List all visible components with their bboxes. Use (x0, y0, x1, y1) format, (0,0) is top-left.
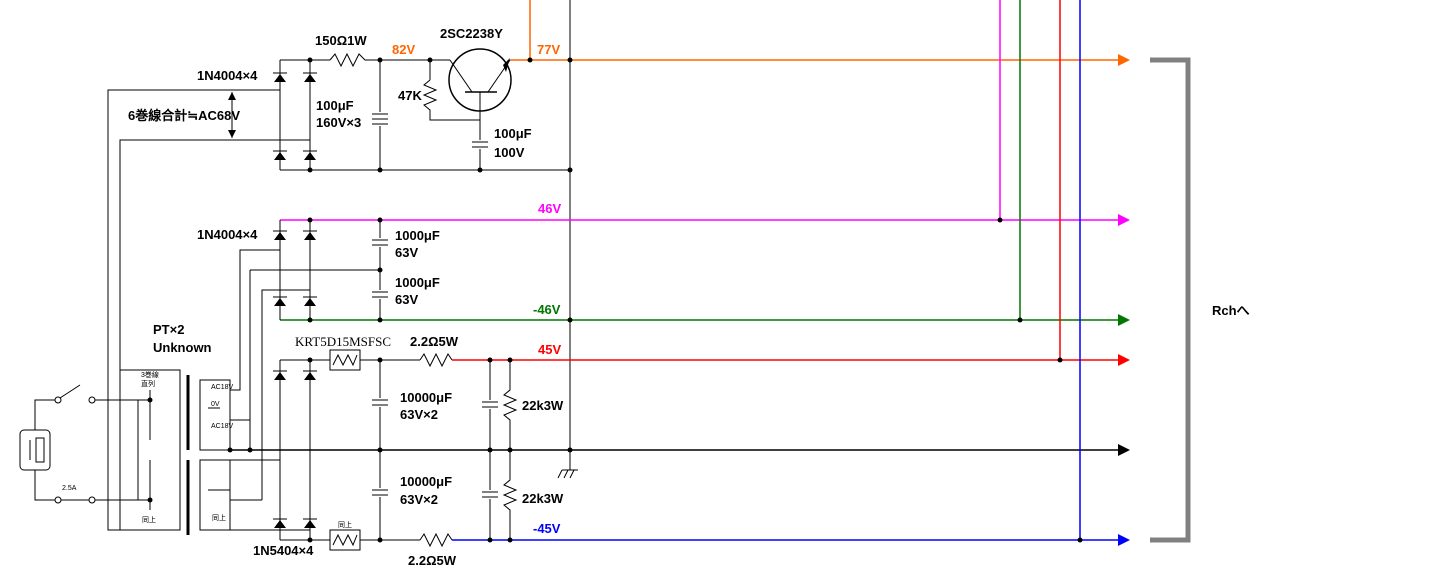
diodes-bot-label: 1N5404×4 (253, 543, 314, 558)
sec-0v: 0V (211, 401, 220, 408)
cap-10000a-l2: 63V×2 (400, 407, 438, 422)
diode-icon (303, 230, 317, 240)
v77-label: 77V (537, 42, 560, 57)
vneg46-label: -46V (533, 302, 561, 317)
transformer-section (95, 369, 310, 535)
res-22k-bot-label: 22k3W (522, 491, 564, 506)
mid-rail-section (230, 214, 1130, 500)
thermistor-label: KRT5D15MSFSC (295, 334, 391, 349)
cap-100b-l1: 100μF (494, 126, 532, 141)
same-thermistor-label: 同上 (338, 520, 352, 529)
switch-icon (54, 384, 96, 404)
top-rail-section (107, 0, 1130, 531)
res-150-label: 150Ω1W (315, 33, 367, 48)
output-taps (997, 0, 1191, 543)
cap-1000b-l2: 63V (395, 292, 418, 307)
cap-10000a-l1: 10000μF (400, 390, 452, 405)
diode-icon (273, 230, 287, 240)
same-right-label: 同上 (212, 513, 226, 522)
cap-100b-l2: 100V (494, 145, 525, 160)
diode-icon (303, 370, 317, 380)
cap-10000b-l1: 10000μF (400, 474, 452, 489)
diodes-top-label: 1N4004×4 (197, 68, 258, 83)
diodes-mid-label: 1N4004×4 (197, 227, 258, 242)
winding-note-label: 6巻線合計≒AC68V (128, 108, 240, 123)
diode-icon (303, 72, 317, 82)
ac-inlet-icon (19, 429, 51, 471)
rch-bracket (1150, 57, 1191, 543)
labels: 150Ω1W 2SC2238Y 82V 77V 1N4004×4 6巻線合計≒A… (62, 26, 1250, 568)
cap-100-l1: 100μF (316, 98, 354, 113)
transistor-label: 2SC2238Y (440, 26, 503, 41)
transistor-icon (448, 48, 512, 120)
diode-icon (273, 370, 287, 380)
v46-label: 46V (538, 201, 561, 216)
mains-input (19, 384, 96, 504)
bottom-rail-section (230, 349, 1130, 551)
v45-label: 45V (538, 342, 561, 357)
diode-icon (303, 518, 317, 528)
rch-label: Rchへ (1212, 303, 1250, 318)
fuse-icon (54, 496, 96, 504)
pt-l1: PT×2 (153, 322, 184, 337)
diode-icon (273, 72, 287, 82)
pt-l2: Unknown (153, 340, 212, 355)
cap-1000a-l2: 63V (395, 245, 418, 260)
cap-1000a-l1: 1000μF (395, 228, 440, 243)
fuse-label: 2.5A (62, 485, 77, 492)
res-22k-top-label: 22k3W (522, 398, 564, 413)
winding-series-l1: 3巻線 (141, 370, 159, 379)
cap-10000b-l2: 63V×2 (400, 492, 438, 507)
cap-1000b-l1: 1000μF (395, 275, 440, 290)
diode-icon (303, 296, 317, 306)
diode-icon (273, 150, 287, 160)
diode-icon (273, 296, 287, 306)
sec-ac18-bot: AC18V (211, 423, 234, 430)
v82-label: 82V (392, 42, 415, 57)
winding-series-l2: 直列 (141, 379, 155, 388)
cap-100-l2: 160V×3 (316, 115, 361, 130)
diode-icon (303, 150, 317, 160)
same-left-label: 同上 (142, 515, 156, 524)
res-22-bot-label: 2.2Ω5W (408, 553, 457, 568)
sec-ac18-top: AC18V (211, 384, 234, 391)
res-22-top-label: 2.2Ω5W (410, 334, 459, 349)
vneg45-label: -45V (533, 521, 561, 536)
res-47k-label: 47K (398, 88, 422, 103)
diode-icon (273, 518, 287, 528)
